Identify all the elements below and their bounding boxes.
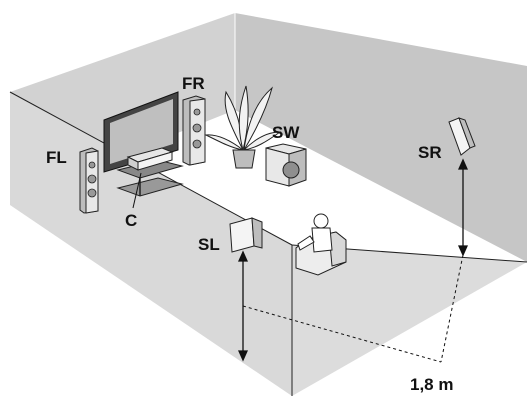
label-fl: FL [46, 148, 67, 167]
center-speaker [126, 147, 174, 209]
fr-driver-1 [193, 108, 201, 116]
surround-left-speaker [229, 217, 263, 253]
listener-armchair [295, 213, 347, 276]
center-speaker-pointer [132, 172, 142, 209]
plant-pot [232, 149, 256, 169]
label-fr: FR [182, 74, 205, 93]
potted-plant [204, 85, 282, 169]
listener-head [313, 213, 329, 229]
plant-leaf [243, 86, 273, 151]
dimension-guides [242, 166, 464, 363]
label-sl: SL [198, 235, 220, 254]
back-wall-right [235, 13, 527, 262]
room [9, 13, 528, 396]
plant-leaf [238, 85, 249, 152]
front-left-speaker [79, 147, 99, 214]
label-sw: SW [272, 123, 300, 142]
right-floor [292, 245, 527, 396]
sw-driver [282, 161, 300, 179]
tv-screen [110, 99, 173, 164]
fl-driver-3 [87, 188, 97, 198]
label-sr: SR [418, 143, 442, 162]
plant-leaf [242, 131, 282, 151]
fr-driver-3 [192, 139, 202, 149]
surround-right-speaker [448, 117, 476, 156]
fr-driver-2 [192, 123, 202, 133]
label-c: C [125, 211, 137, 230]
guide-sr-floor [440, 254, 464, 363]
labels: FL FR C SW SL SR 1,8 m [46, 74, 453, 394]
sr-side [458, 117, 476, 149]
listener-body [311, 227, 333, 253]
label-height: 1,8 m [410, 375, 453, 394]
fl-driver-1 [88, 161, 96, 169]
front-right-speaker [182, 95, 206, 166]
plant-leaf [204, 134, 244, 151]
fl-driver-2 [87, 174, 97, 184]
listener-arm [297, 235, 315, 251]
sl-side [251, 217, 263, 249]
tv-stand-shelf [116, 177, 184, 197]
sl-front [229, 217, 255, 253]
center-speaker-side [137, 151, 173, 171]
guide-sl-floor [242, 305, 442, 363]
subwoofer [265, 143, 307, 187]
